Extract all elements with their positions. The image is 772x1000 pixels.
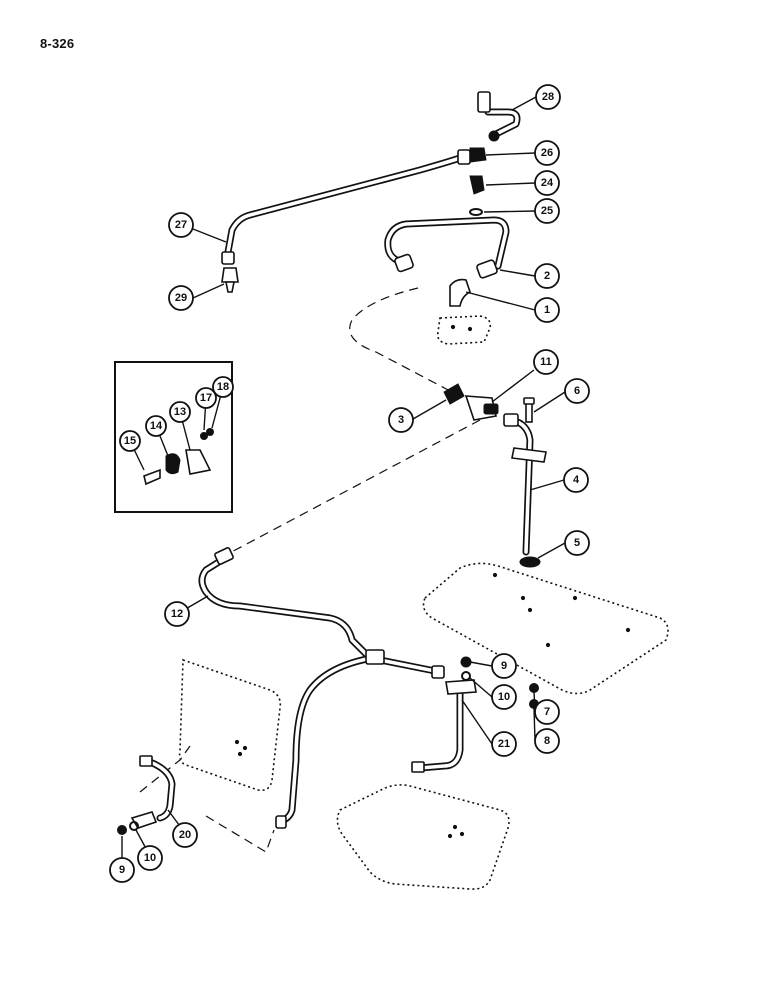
callout-11: 11 [533,349,559,375]
callout-26: 26 [534,140,560,166]
svg-text:6: 6 [574,385,580,397]
callout-5: 5 [564,530,590,556]
pipe-27 [221,149,471,265]
svg-text:20: 20 [179,829,191,841]
callout-8: 8 [534,728,560,754]
fitting-29 [221,267,239,293]
svg-text:10: 10 [498,691,510,703]
callout-7: 7 [534,699,560,725]
pipe-4 [503,413,547,556]
svg-text:17: 17 [200,392,212,404]
callout-2: 2 [534,263,560,289]
adapter-3 [443,383,465,405]
mounting-plates [178,315,669,890]
svg-text:8: 8 [544,735,550,747]
pipe-2 [384,216,510,279]
callout-10: 10 [491,684,517,710]
svg-text:24: 24 [541,177,554,189]
svg-text:12: 12 [171,608,183,620]
callout-13: 13 [169,401,191,423]
svg-text:2: 2 [544,270,550,282]
callout-28: 28 [535,84,561,110]
svg-text:4: 4 [573,474,580,486]
svg-text:26: 26 [541,147,553,159]
pipe-12 [198,547,445,829]
callout-1: 1 [534,297,560,323]
svg-text:9: 9 [119,864,125,876]
callout-9-lower: 9 [109,857,135,883]
nut-9-10-lower [117,821,139,835]
svg-text:25: 25 [541,205,553,217]
pipe-28 [477,91,521,142]
tee-11 [464,395,499,421]
pipe-20 [130,755,176,829]
svg-text:29: 29 [175,292,187,304]
callout-6: 6 [564,378,590,404]
svg-text:10: 10 [144,852,156,864]
assembly-lines [139,287,481,853]
nut-9-10-upper [460,656,472,681]
callout-18: 18 [212,376,234,398]
callout-14: 14 [145,415,167,437]
leader-lines [121,96,566,858]
pipe-21 [411,679,477,773]
svg-text:13: 13 [174,406,186,418]
svg-text:15: 15 [124,435,136,447]
svg-text:3: 3 [398,414,404,426]
svg-text:14: 14 [150,420,163,432]
page-number: 8-326 [40,36,75,51]
callout-27: 27 [168,212,194,238]
svg-text:7: 7 [544,706,550,718]
callout-4: 4 [563,467,589,493]
svg-text:9: 9 [501,660,507,672]
svg-text:5: 5 [574,537,580,549]
svg-text:21: 21 [498,738,510,750]
callout-20: 20 [172,822,198,848]
detail-inset-parts [143,428,214,486]
grommet-5 [519,556,541,568]
svg-text:1: 1 [544,304,550,316]
callout-12: 12 [164,601,190,627]
callout-25: 25 [534,198,560,224]
elbow-1 [449,278,471,307]
callout-17: 17 [195,387,217,409]
fitting-26-24-25 [469,147,487,216]
callout-29: 29 [168,285,194,311]
svg-text:28: 28 [542,91,554,103]
bolt-6 [523,397,535,423]
svg-text:18: 18 [217,381,229,393]
callout-3: 3 [388,407,414,433]
callout-9: 9 [491,653,517,679]
callout-15: 15 [119,430,141,452]
callout-21: 21 [491,731,517,757]
callout-10-lower: 10 [137,845,163,871]
callout-24: 24 [534,170,560,196]
svg-text:27: 27 [175,219,187,231]
svg-text:11: 11 [540,356,552,368]
detail-inset-frame [114,361,233,513]
